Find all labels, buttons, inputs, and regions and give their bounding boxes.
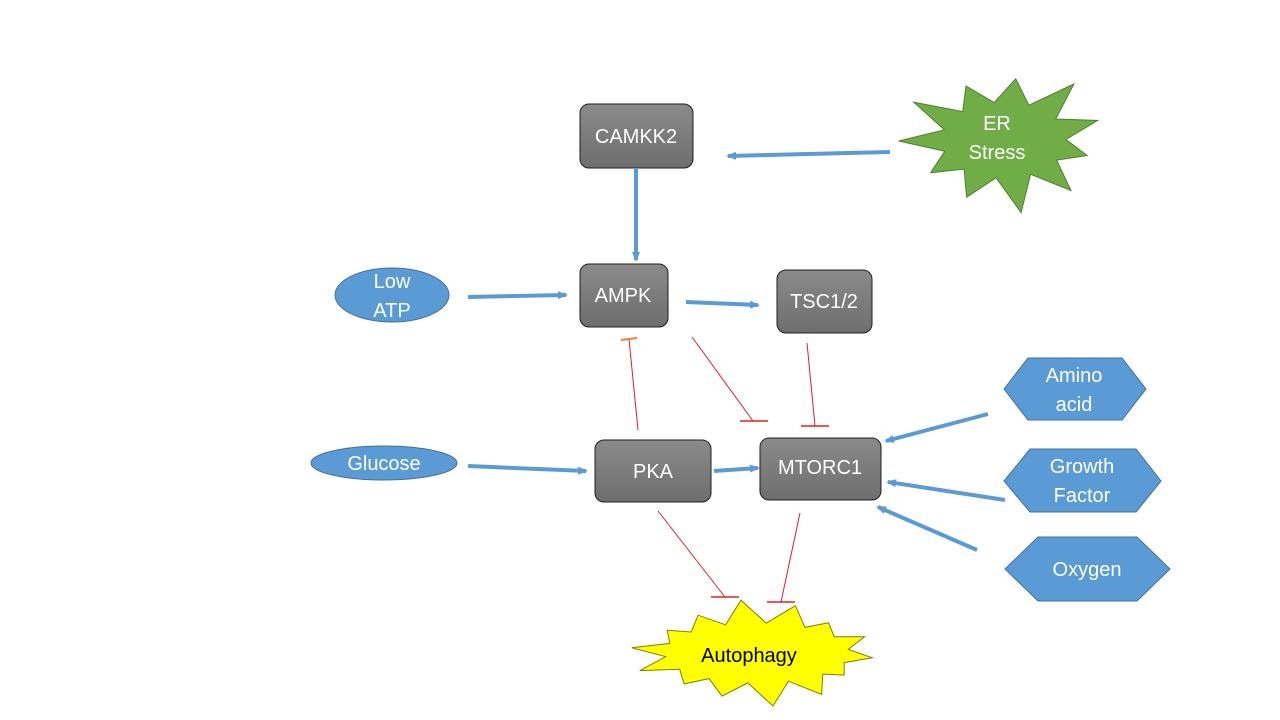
inhibit-pka-to-autophagy [657,510,739,598]
node-autophagy: Autophagy [631,599,875,707]
arrow-oxygen-to-mtorc1 [876,505,978,552]
inhibit-ampk-to-mtorc1 [691,336,768,422]
node-tsc: TSC1/2 [776,269,873,334]
node-camkk2-label: CAMKK2 [595,126,677,148]
arrow-glucose-to-pka [467,464,588,475]
node-glucose: Glucose [310,445,458,481]
node-oxygen-label: Oxygen [1053,559,1122,581]
arrow-pka-to-mtorc1 [713,464,760,473]
node-amino-acid-line1: Amino [1046,365,1103,387]
node-ampk-label: AMPK [595,285,652,307]
node-growth-factor-line2: Factor [1054,485,1111,507]
node-growth-factor-line1: Growth [1050,456,1114,478]
node-pka-label: PKA [633,461,674,483]
inhibit-mtorc1-to-autophagy [767,512,801,603]
node-amino-acid-line2: acid [1056,394,1093,416]
node-er-stress: ER Stress [898,77,1100,214]
node-glucose-label: Glucose [347,453,420,475]
node-pka: PKA [594,439,712,503]
node-camkk2: CAMKK2 [579,103,694,169]
node-autophagy-label: Autophagy [701,645,797,667]
node-oxygen: Oxygen [1004,536,1171,602]
er-stress-burst-shape [898,77,1100,214]
node-amino-acid: Amino acid [1003,357,1147,421]
arrow-er-stress-to-camkk2 [726,150,891,160]
arrow-growth-factor-to-mtorc1 [886,479,1006,502]
node-mtorc1-label: MTORC1 [778,457,862,479]
autophagy-burst-shape [631,599,875,707]
activation-arrows [467,150,1006,552]
node-tsc-label: TSC1/2 [790,291,858,313]
inhibit-pka-to-ampk [620,337,639,431]
node-ampk: AMPK [579,263,669,328]
arrow-low-atp-to-ampk [467,291,568,300]
node-er-stress-line1: ER [983,113,1011,135]
node-growth-factor: Growth Factor [1003,448,1162,513]
node-mtorc1: MTORC1 [759,437,882,501]
node-er-stress-line2: Stress [969,142,1026,164]
node-low-atp-line1: Low [374,271,411,293]
arrow-amino-acid-to-mtorc1 [884,412,989,443]
node-low-atp: Low ATP [334,267,450,323]
node-low-atp-line2: ATP [373,300,410,322]
arrow-ampk-to-tsc [685,300,760,309]
inhibition-lines [620,336,829,603]
inhibit-tsc-to-mtorc1 [801,342,829,427]
